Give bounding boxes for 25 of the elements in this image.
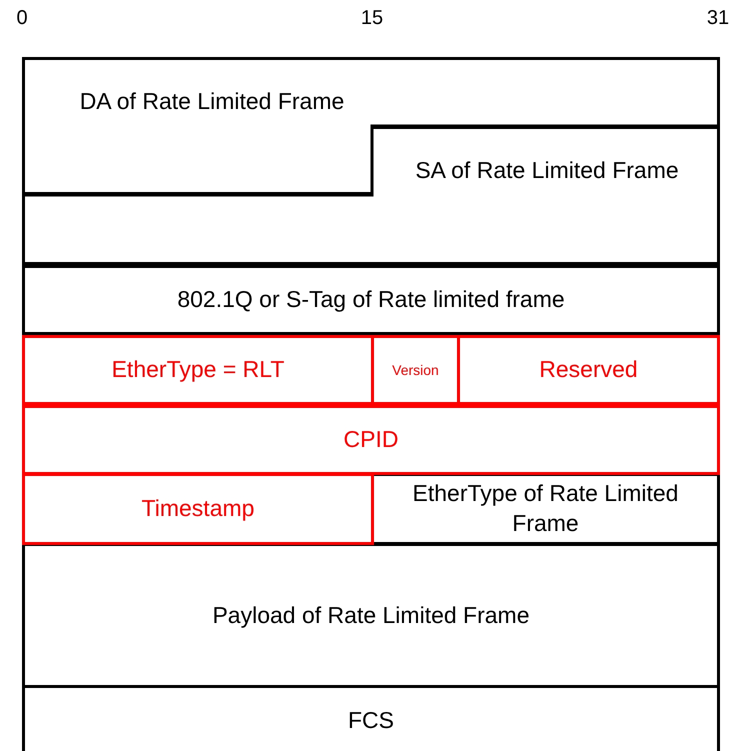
- frame-field-step: [22, 126, 720, 265]
- frame-field: [457, 335, 720, 405]
- field-label: Timestamp: [142, 494, 254, 524]
- frame-field: [22, 335, 374, 405]
- field-label: EtherType = RLT: [112, 355, 284, 384]
- frame-field: [22, 685, 720, 751]
- field-label: CPID: [344, 425, 398, 454]
- field-label: Payload of Rate Limited Frame: [212, 600, 530, 630]
- field-label: Reserved: [539, 355, 638, 384]
- bit-position-label: 31: [706, 8, 730, 28]
- frame-field: [371, 335, 460, 405]
- frame-field-step: [22, 57, 720, 195]
- field-label: FCS: [348, 706, 394, 736]
- field-label: EtherType of Rate Limited Frame: [412, 479, 680, 538]
- frame-field: [22, 405, 720, 475]
- bit-position-label: 0: [16, 8, 28, 28]
- field-label: SA of Rate Limited Frame: [415, 156, 679, 185]
- frame-field: [371, 473, 720, 545]
- field-label: 802.1Q or S-Tag of Rate limited frame: [177, 285, 565, 314]
- field-label: DA of Rate Limited Frame: [80, 87, 344, 116]
- field-label: Version: [392, 360, 439, 380]
- frame-field: [22, 543, 720, 688]
- frame-field: [22, 473, 374, 545]
- frame-field: [22, 265, 720, 335]
- bit-position-label: 15: [360, 8, 384, 28]
